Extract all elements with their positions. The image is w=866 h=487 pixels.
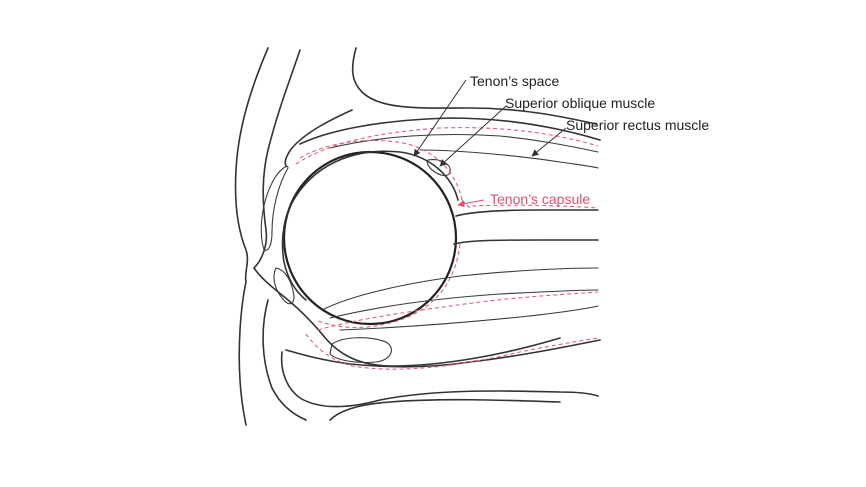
superior-rectus-upper <box>329 133 599 153</box>
tenons-capsule-globe-lower <box>315 243 461 329</box>
maxilla-contour <box>329 398 561 421</box>
face-profile-lower <box>238 281 247 426</box>
upper-eyelid-tarsus <box>260 165 289 251</box>
face-profile-upper <box>234 47 269 283</box>
optic-nerve-upper <box>455 209 599 217</box>
cornea <box>281 195 307 301</box>
optic-nerve-lower <box>453 239 599 245</box>
tenons-capsule-upper <box>295 127 599 165</box>
label-superior-rectus: Superior rectus muscle <box>566 117 709 133</box>
sclera-outer <box>295 150 459 201</box>
lower-eyelid-outer <box>253 267 561 367</box>
tenons-capsule-floor <box>305 333 599 370</box>
label-tenons-space: Tenon’s space <box>470 73 559 89</box>
orbital-floor-lower <box>280 351 599 408</box>
lower-eyelid-tarsus <box>273 267 295 305</box>
label-tenons-capsule: Tenon’s capsule <box>490 191 590 207</box>
lower-face-contour <box>262 299 307 421</box>
leader-superior-oblique <box>439 105 507 167</box>
inferior-muscle-band <box>321 267 599 311</box>
inferior-rectus-lower <box>339 305 599 331</box>
orbital-floor <box>285 339 601 368</box>
inferior-oblique <box>329 337 392 364</box>
leader-tenons-capsule <box>457 199 485 208</box>
leader-tenons-space <box>413 79 467 157</box>
leader-superior-rectus <box>531 127 567 157</box>
label-superior-oblique: Superior oblique muscle <box>505 95 655 111</box>
orbital-roof <box>351 47 597 125</box>
inferior-rectus-upper <box>329 289 599 319</box>
orbital-roof-inner <box>284 109 353 167</box>
eyeball <box>282 150 458 326</box>
superior-rectus-lower <box>419 149 599 169</box>
tenons-capsule-globe-upper <box>299 139 463 201</box>
levator-line <box>299 117 601 145</box>
tenons-capsule-optic <box>461 199 599 209</box>
upper-eyelid-outer <box>253 49 301 269</box>
tenons-capsule-lower <box>317 291 599 331</box>
